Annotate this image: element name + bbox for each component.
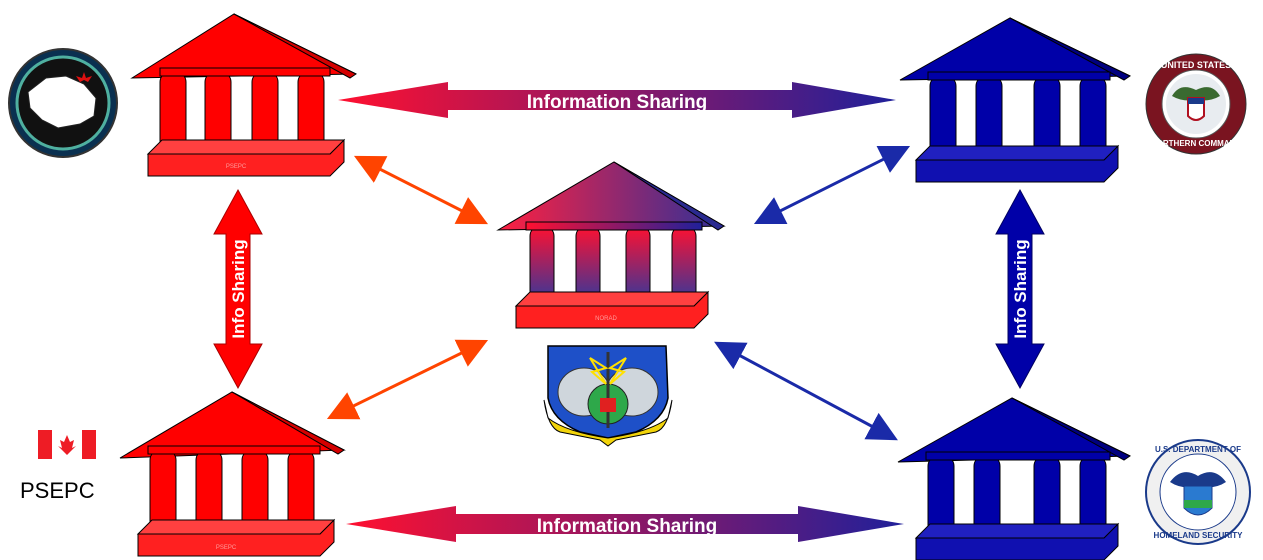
building-center: NORAD <box>496 161 726 329</box>
dhs-seal-top-text: U.S. DEPARTMENT OF <box>1155 445 1241 454</box>
building-bottom-right <box>897 397 1131 560</box>
top-information-sharing-arrow: Information Sharing <box>338 82 896 118</box>
northcom-seal: UNITED STATES NORTHERN COMMAND <box>1145 53 1247 155</box>
connector-bottom-left <box>326 339 489 420</box>
left-info-sharing-arrow: Info Sharing <box>213 188 263 390</box>
building-center-label: NORAD <box>595 316 617 322</box>
canada-flag-icon <box>38 430 96 459</box>
dhs-seal: U.S. DEPARTMENT OF HOMELAND SECURITY <box>1145 439 1251 545</box>
psepc-label: PSEPC <box>20 478 95 503</box>
norad-shield-emblem <box>543 345 673 447</box>
dhs-seal-bottom-text: HOMELAND SECURITY <box>1154 531 1244 540</box>
canada-map-emblem <box>8 48 118 158</box>
building-bottom-left-label: PSEPC <box>216 545 237 551</box>
right-arrow-label: Info Sharing <box>1011 239 1030 338</box>
bottom-arrow-label: Information Sharing <box>537 516 718 537</box>
connector-top-right <box>753 145 911 225</box>
northcom-seal-top-text: UNITED STATES <box>1161 60 1231 70</box>
right-info-sharing-arrow: Info Sharing <box>995 188 1045 390</box>
top-arrow-label: Information Sharing <box>527 92 708 113</box>
building-bottom-left: PSEPC <box>119 391 346 557</box>
connector-bottom-right <box>714 341 898 441</box>
northcom-seal-bottom-text: NORTHERN COMMAND <box>1151 139 1241 148</box>
connector-top-left <box>353 155 489 225</box>
left-arrow-label: Info Sharing <box>229 239 248 338</box>
bottom-information-sharing-arrow: Information Sharing <box>346 506 904 542</box>
building-top-left: PSEPC <box>130 13 357 177</box>
building-top-right <box>899 17 1132 183</box>
building-top-left-label: PSEPC <box>226 164 247 170</box>
